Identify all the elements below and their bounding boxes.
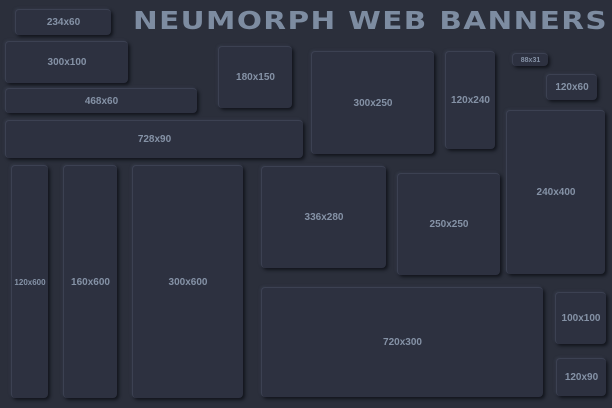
banner-label: 300x250 [353,97,393,109]
banner-120x240[interactable]: 120x240 [445,51,495,149]
banner-234x60[interactable]: 234x60 [15,9,111,35]
banner-label: 120x60 [555,82,589,93]
banner-300x600[interactable]: 300x600 [132,165,243,398]
banner-468x60[interactable]: 468x60 [5,88,197,113]
banner-label: 88x31 [520,56,541,64]
banner-300x100[interactable]: 300x100 [5,41,128,83]
banner-120x60[interactable]: 120x60 [546,74,597,100]
banner-label: 180x150 [236,72,275,83]
banner-160x600[interactable]: 160x600 [63,165,117,398]
banner-300x250[interactable]: 300x250 [311,51,434,154]
banner-label: 100x100 [561,313,601,324]
banner-label: 300x600 [168,276,208,288]
banner-180x150[interactable]: 180x150 [218,46,292,108]
banner-336x280[interactable]: 336x280 [261,166,386,268]
banner-728x90[interactable]: 728x90 [5,120,303,158]
banner-label: 234x60 [46,17,81,28]
banner-120x600[interactable]: 120x600 [11,165,48,398]
banner-120x90[interactable]: 120x90 [556,358,606,396]
banner-label: 120x600 [14,277,46,287]
banner-250x250[interactable]: 250x250 [397,173,500,275]
banner-label: 300x100 [47,57,87,68]
page-title: NEUMORPH WEB BANNERS [133,6,609,35]
banner-label: 160x600 [71,276,110,288]
banner-720x300[interactable]: 720x300 [261,287,543,397]
banner-label: 336x280 [304,212,344,223]
banner-label: 240x400 [536,187,576,198]
banner-240x400[interactable]: 240x400 [506,110,605,274]
banner-label: 728x90 [137,134,172,145]
banner-label: 468x60 [84,95,119,107]
banner-88x31[interactable]: 88x31 [512,53,548,66]
banner-100x100[interactable]: 100x100 [555,292,606,344]
banner-label: 120x240 [451,95,490,106]
banner-label: 720x300 [383,337,422,348]
banner-label: 250x250 [429,219,469,230]
banner-label: 120x90 [564,372,599,383]
